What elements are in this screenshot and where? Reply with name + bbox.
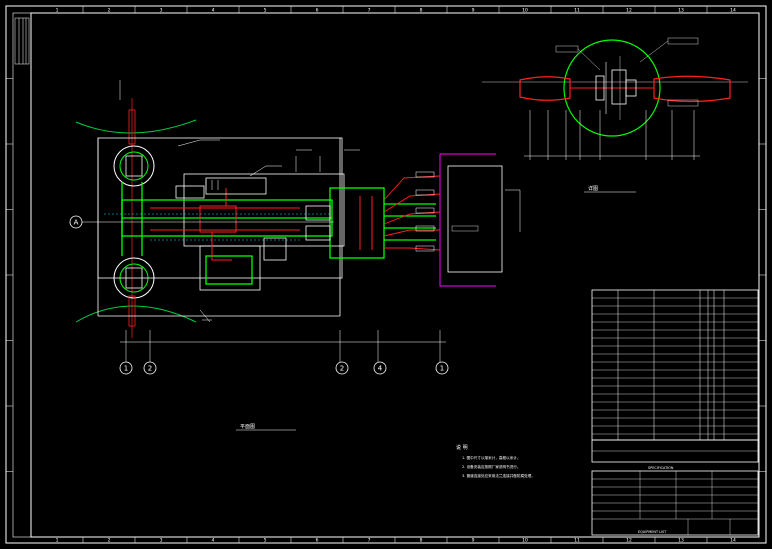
grid-col-label: 11: [574, 538, 580, 544]
grid-col-label: 14: [730, 538, 736, 544]
grid-col-label: 1: [56, 8, 59, 14]
notes-line-3: 3. 管道连接处应采用法兰连接并做防腐处理。: [462, 473, 535, 478]
grid-col-label: 5: [264, 8, 267, 14]
table-header-specification: SPECIFICATION: [648, 466, 674, 470]
notes-line-2: 2. 设备安装应按照厂家说明书进行。: [462, 464, 520, 469]
grid-col-label: 4: [212, 8, 215, 14]
grid-col-label: 4: [212, 538, 215, 544]
grid-col-label: 5: [264, 538, 267, 544]
grid-col-label: 12: [626, 538, 632, 544]
axis-label-1: 1: [124, 365, 128, 373]
grid-col-label: 2: [108, 538, 111, 544]
grid-markers-left: [6, 78, 13, 472]
grid-col-label: 13: [678, 8, 684, 14]
grid-col-label: 14: [730, 8, 736, 14]
grid-col-label: 6: [316, 538, 319, 544]
grid-col-label: 12: [626, 8, 632, 14]
grid-col-label: 2: [108, 8, 111, 14]
grid-col-label: 10: [522, 8, 528, 14]
grid-col-label: 8: [420, 8, 423, 14]
grid-col-label: 10: [522, 538, 528, 544]
plan-view-title: 平面图: [240, 424, 255, 430]
notes-block: 说 明 1. 图中尺寸以毫米计，高程以米计。 2. 设备安装应按照厂家说明书进行…: [456, 444, 535, 478]
leader-lines: [177, 139, 360, 321]
plan-view: A 1 2 2 4 1: [69, 80, 449, 431]
grid-col-label: 7: [368, 8, 371, 14]
equipment-table: SPECIFICATION EQUIPMENT LIST: [591, 289, 759, 536]
grid-col-label: 13: [678, 538, 684, 544]
notes-line-1: 1. 图中尺寸以毫米计，高程以米计。: [462, 455, 520, 460]
detail-view-title: 详图: [588, 185, 598, 192]
grid-col-label: 6: [316, 8, 319, 14]
axis-label-1b: 1: [440, 365, 444, 373]
grid-col-label: 11: [574, 8, 580, 14]
grid-col-label: 3: [160, 538, 163, 544]
axis-label-4: 4: [378, 365, 383, 373]
axis-label-2b: 2: [340, 365, 344, 373]
grid-col-label: 9: [472, 8, 475, 14]
axis-label-a: A: [74, 219, 79, 227]
outlet-block: [383, 153, 521, 287]
grid-col-label: 3: [160, 8, 163, 14]
grid-col-label: 1: [56, 538, 59, 544]
grid-col-label: 7: [368, 538, 371, 544]
table-header-equipment: EQUIPMENT LIST: [638, 530, 667, 534]
detail-view: 详图: [482, 37, 748, 193]
grid-col-label: 8: [420, 538, 423, 544]
notes-title: 说 明: [456, 444, 468, 451]
axis-label-2: 2: [148, 365, 152, 373]
grid-markers-right: [759, 78, 766, 472]
grid-col-label: 9: [472, 538, 475, 544]
